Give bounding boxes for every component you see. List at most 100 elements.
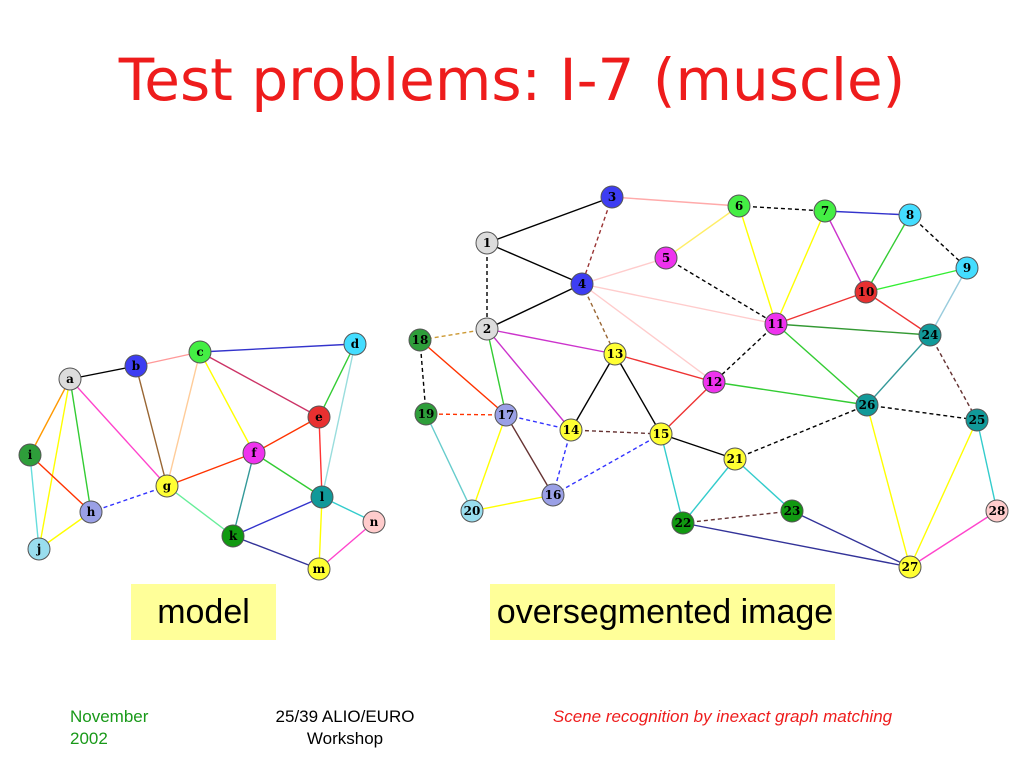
overseg-edge-26-27 [866,404,911,568]
model-edge-c-f [199,351,255,454]
model-node-label-n: n [370,515,379,529]
overseg-node-label-2: 2 [483,322,491,336]
overseg-edge-25-28 [976,419,998,512]
model-edge-k-l [232,496,323,537]
model-edge-b-g [135,365,168,487]
overseg-node-24 [918,323,942,347]
overseg-node-16 [541,483,565,507]
overseg-edge-10-11 [775,291,867,325]
model-edge-c-d [199,343,356,353]
overseg-edge-2-4 [486,283,583,330]
overseg-edge-5-6 [665,205,740,259]
overseg-edge-17-19 [425,413,507,416]
overseg-node-18 [408,328,432,352]
overseg-node-19 [414,402,438,426]
overseg-edge-11-12 [713,323,777,383]
overseg-edge-26-25 [866,404,978,421]
overseg-edge-25-27 [909,419,978,568]
overseg-edge-9-10 [865,267,968,293]
overseg-edge-24-26 [866,334,931,406]
overseg-edge-7-11 [775,210,826,325]
model-node-label-h: h [87,505,96,519]
caption-highlight [490,584,835,640]
model-edge-a-g [69,378,168,487]
overseg-edge-22-23 [682,510,793,524]
model-edge-k-m [232,535,320,570]
overseg-node-label-1: 1 [483,236,491,250]
overseg-edge-21-22 [682,458,736,524]
overseg-node-12 [702,370,726,394]
overseg-node-label-4: 4 [578,277,586,291]
overseg-node-23 [780,499,804,523]
overseg-edge-15-21 [660,433,736,460]
overseg-edge-22-27 [682,522,911,568]
model-edge-g-k [166,485,234,537]
overseg-edge-21-23 [734,458,793,512]
slide-title: Test problems: I-7 (muscle) [118,46,906,114]
model-node-i [18,443,42,467]
footer-workshop: 25/39 ALIO/EURO Workshop [275,707,415,748]
overseg-edge-23-27 [791,510,911,568]
overseg-node-label-11: 11 [768,317,785,331]
overseg-node-11 [764,312,788,336]
overseg-node-label-9: 9 [963,261,971,275]
overseg-edge-13-14 [570,353,616,431]
overseg-node-27 [898,555,922,579]
model-edge-m-n [318,521,375,570]
overseg-node-6 [727,194,751,218]
overseg-node-label-22: 22 [675,516,692,530]
model-node-label-k: k [229,529,238,543]
overseg-edge-4-12 [581,283,715,383]
overseg-node-14 [559,418,583,442]
model-edge-f-k [232,452,255,537]
overseg-node-22 [671,511,695,535]
overseg-edge-4-11 [581,283,777,325]
overseg-node-label-10: 10 [858,285,875,299]
model-node-label-j: j [36,542,41,556]
overseg-node-8 [898,203,922,227]
overseg-edge-17-20 [471,414,507,512]
overseg-node-26 [855,393,879,417]
overseg-edge-16-17 [505,414,554,496]
overseg-edge-12-26 [713,381,868,406]
overseg-edge-12-13 [614,353,715,383]
overseg-node-20 [460,499,484,523]
overseg-node-label-3: 3 [608,190,616,204]
model-edge-l-m [318,496,323,570]
model-node-b [124,354,148,378]
overseg-edge-6-7 [738,205,826,212]
model-edge-a-j [38,378,71,550]
overseg-node-label-16: 16 [545,488,562,502]
overseg-edge-20-16 [471,494,554,512]
model-node-g [155,474,179,498]
model-edge-h-i [29,454,92,513]
overseg-node-label-6: 6 [735,199,743,213]
oversegmented-caption: oversegmented image [496,593,834,631]
overseg-node-label-5: 5 [662,251,670,265]
overseg-node-1 [475,231,499,255]
overseg-node-label-23: 23 [784,504,801,518]
overseg-edge-13-15 [614,353,662,435]
overseg-node-label-8: 8 [906,208,914,222]
overseg-edge-9-24 [929,267,968,336]
model-node-k [221,524,245,548]
model-edge-c-e [199,351,320,418]
overseg-node-4 [570,272,594,296]
overseg-node-label-27: 27 [902,560,919,574]
model-edge-d-l [321,343,356,498]
overseg-edge-12-15 [660,381,715,435]
model-node-n [362,510,386,534]
model-caption: model [131,584,276,640]
model-edge-d-e [318,343,356,418]
model-edge-c-g [166,351,201,487]
overseg-edge-19-20 [425,413,473,512]
model-node-label-f: f [251,446,257,460]
overseg-edge-2-14 [486,328,572,431]
overseg-edge-3-4 [581,196,613,285]
overseg-node-label-18: 18 [412,333,429,347]
overseg-node-9 [955,256,979,280]
model-node-label-i: i [28,448,33,462]
overseg-node-7 [813,199,837,223]
